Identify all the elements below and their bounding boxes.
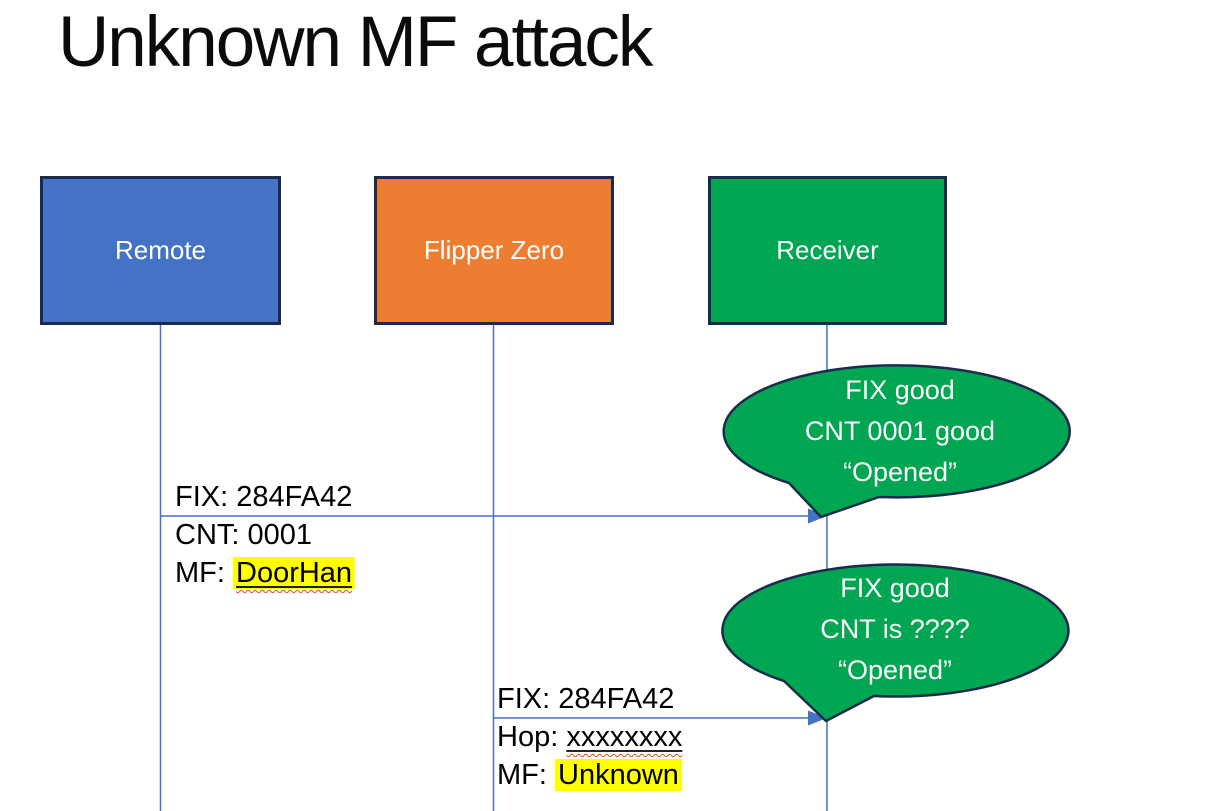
bubble-2-line-2: CNT is ???? <box>820 614 970 644</box>
page-title: Unknown MF attack <box>58 3 653 82</box>
speech-bubble-1-text: FIX good CNT 0001 good “Opened” <box>727 370 1073 493</box>
actor-box-flipper-zero: Flipper Zero <box>374 176 614 325</box>
message-1-fix: FIX: 284FA42 <box>175 481 353 513</box>
actor-box-remote: Remote <box>40 176 281 325</box>
message-2-hop-prefix: Hop: <box>497 721 567 753</box>
message-arrow-flipper-to-receiver <box>494 710 827 726</box>
message-2-labels: FIX: 284FA42 Hop: xxxxxxxx MF: Unknown <box>497 680 682 794</box>
actor-label-flipper-zero: Flipper Zero <box>423 235 565 265</box>
message-1-mf-value: DoorHan <box>236 557 353 589</box>
bubble-1-line-2: CNT 0001 good <box>804 416 996 446</box>
bubble-2-line-3: “Opened” <box>837 655 953 685</box>
speech-bubble-1 <box>722 364 1071 519</box>
bubble-1-line-1: FIX good <box>845 375 955 405</box>
message-2-fix: FIX: 284FA42 <box>497 683 675 715</box>
message-2-mf: MF: Unknown <box>497 756 682 794</box>
bubble-1-line-3: “Opened” <box>842 457 958 487</box>
message-1-mf-value-highlight: DoorHan <box>233 557 356 589</box>
message-2-hop: Hop: xxxxxxxx <box>497 718 682 756</box>
actor-label-remote: Remote <box>114 235 207 265</box>
message-2-mf-value: Unknown <box>555 759 682 791</box>
bubble-2-line-1: FIX good <box>840 573 950 603</box>
message-1-mf: MF: DoorHan <box>175 554 356 592</box>
message-1-cnt: CNT: 0001 <box>175 519 313 551</box>
message-1-labels: FIX: 284FA42 CNT: 0001 MF: DoorHan <box>175 478 356 592</box>
arrowhead-icon <box>808 710 827 726</box>
message-2-hop-value: xxxxxxxx <box>566 721 683 753</box>
actor-label-receiver: Receiver <box>776 235 879 265</box>
actor-box-receiver: Receiver <box>708 176 947 325</box>
arrowhead-icon <box>808 508 827 524</box>
speech-bubble-2-text: FIX good CNT is ???? “Opened” <box>722 568 1068 691</box>
message-arrow-remote-to-receiver <box>161 508 827 524</box>
speech-bubble-2 <box>721 563 1070 723</box>
message-1-mf-prefix: MF: <box>175 557 233 589</box>
message-2-hop-value-underline: xxxxxxxx <box>566 721 682 753</box>
message-2-mf-prefix: MF: <box>497 759 555 791</box>
